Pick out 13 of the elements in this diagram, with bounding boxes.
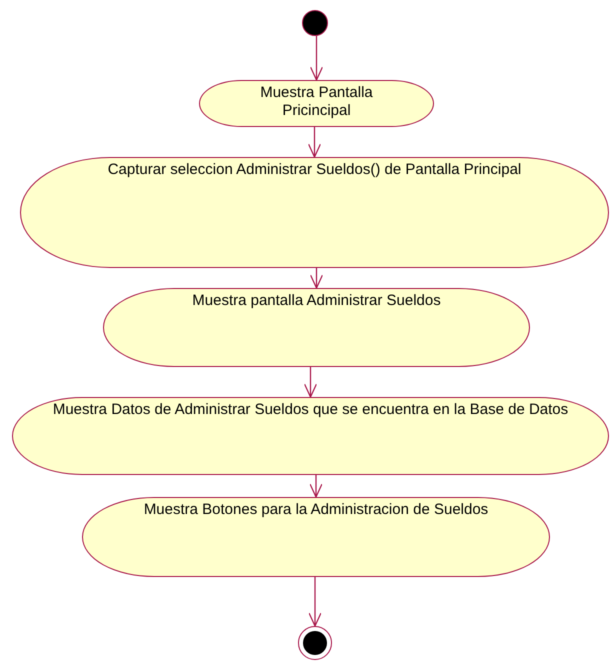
- transition-arrow: [309, 475, 323, 498]
- activity-label: Muestra Pantalla Pricincipal: [259, 84, 374, 120]
- initial-state: [302, 10, 328, 36]
- activity-label: Capturar seleccion Administrar Sueldos() de Pantalla Principal: [108, 161, 522, 179]
- transition-arrow: [310, 268, 324, 289]
- activity-label: Muestra pantalla Administrar Sueldos: [192, 292, 441, 310]
- transition-arrow: [310, 36, 324, 81]
- transition-arrow: [304, 367, 318, 398]
- activity-label: Muestra Botones para la Administracion de Sueldos: [144, 501, 488, 519]
- activity-label: Muestra Datos de Administrar Sueldos que se encuentra en la Base de Datos: [52, 401, 568, 419]
- transition-arrow: [308, 577, 322, 627]
- final-state: [298, 626, 332, 660]
- transition-arrow: [308, 127, 322, 158]
